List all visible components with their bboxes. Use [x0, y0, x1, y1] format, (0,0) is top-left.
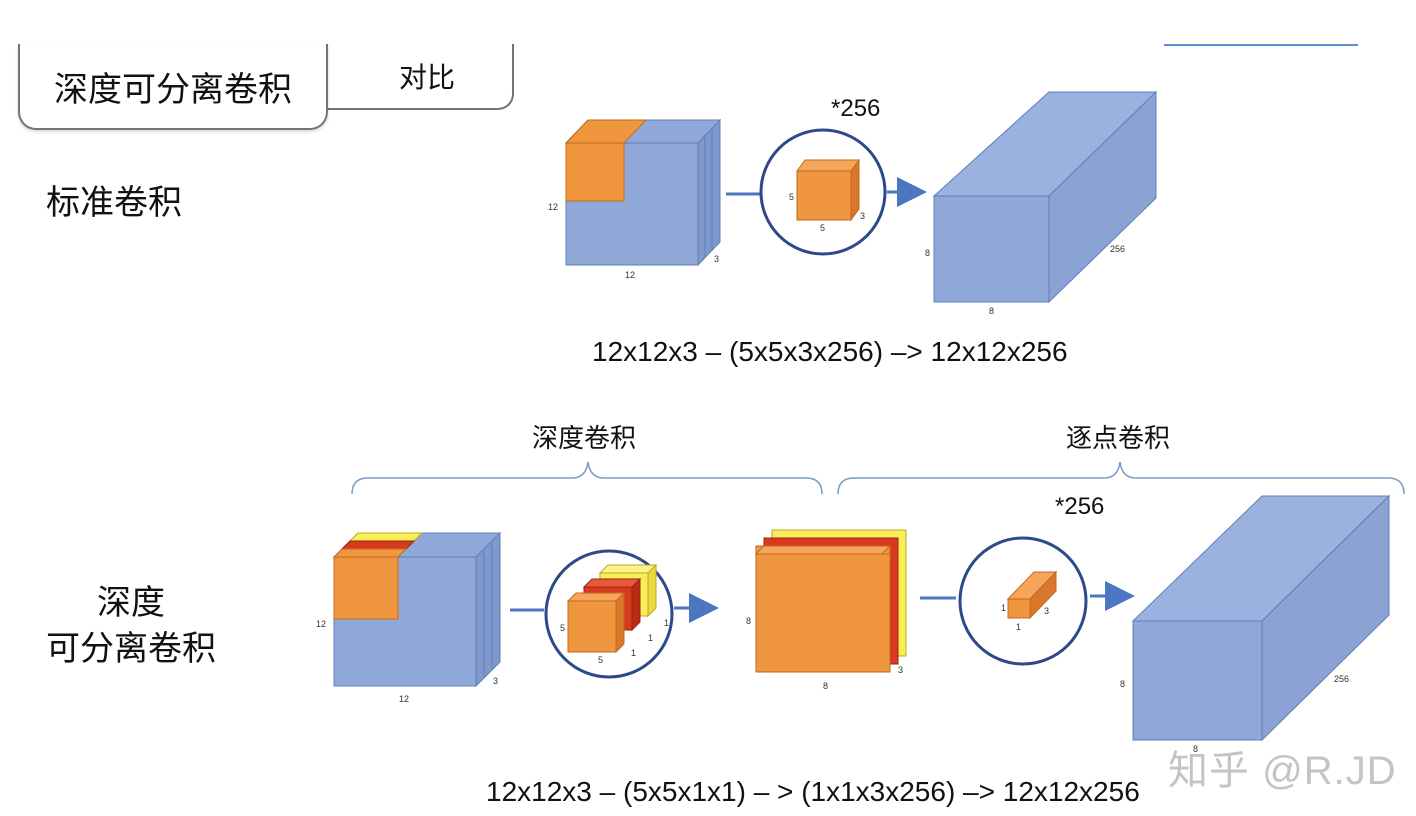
- std-output-height-label: 8: [925, 248, 930, 258]
- tab-depthwise-separable[interactable]: 深度可分离卷积: [18, 44, 328, 130]
- sep-dw-output-height-label: 8: [746, 616, 751, 626]
- tab-depthwise-separable-label: 深度可分离卷积: [54, 69, 292, 110]
- depthwise-brace: [351, 461, 823, 495]
- std-input-height-label: 12: [548, 202, 558, 212]
- sep-pw-kernel-depth-label: 3: [1044, 606, 1049, 616]
- std-kernel-circle: [759, 128, 887, 256]
- sep-output-volume: [1131, 494, 1391, 742]
- sep-pw-kernel-width-label: 1: [1016, 622, 1021, 632]
- tab-comparison-label: 对比: [398, 61, 455, 94]
- std-output-volume: [932, 90, 1158, 304]
- sep-input-kernel-patch: [332, 532, 424, 620]
- sep-input-depth-label: 3: [493, 676, 498, 686]
- sep-dw-kernel-depth-label-3: 1: [664, 618, 669, 628]
- sep-input-width-label: 12: [399, 694, 409, 704]
- pointwise-brace: [837, 461, 1405, 495]
- sep-pw-kernel-circle: [958, 536, 1088, 666]
- sep-dw-kernel-depth-label-1: 1: [631, 648, 636, 658]
- sep-pw-kernel-height-label: 1: [1001, 603, 1006, 613]
- sep-dw-kernel-width-label: 5: [598, 655, 603, 665]
- sep-output-height-label: 8: [1120, 679, 1125, 689]
- standard-formula: 12x12x3 – (5x5x3x256) –> 12x12x256: [592, 336, 1068, 367]
- separable-formula: 12x12x3 – (5x5x1x1) – > (1x1x3x256) –> 1…: [486, 776, 1140, 807]
- sep-dw-kernel-circle: [544, 549, 674, 679]
- std-kernel-width-label: 5: [820, 223, 825, 233]
- sep-output-depth-label: 256: [1334, 674, 1349, 684]
- separable-conv-label-line2: 可分离卷积: [46, 629, 216, 669]
- std-input-kernel-patch: [564, 119, 648, 202]
- std-output-width-label: 8: [989, 306, 994, 316]
- std-output-depth-label: 256: [1110, 244, 1125, 254]
- sep-input-height-label: 12: [316, 619, 326, 629]
- std-multiplier: *256: [831, 95, 880, 122]
- std-input-depth-label: 3: [714, 254, 719, 264]
- sep-dw-kernel-height-label: 5: [560, 623, 565, 633]
- depthwise-title: 深度卷积: [532, 424, 637, 454]
- sep-dw-output-width-label: 8: [823, 681, 828, 691]
- standard-conv-label: 标准卷积: [46, 183, 182, 223]
- std-kernel-depth-label: 3: [860, 211, 865, 221]
- separable-conv-label: 深度 可分离卷积: [36, 580, 226, 672]
- sep-dw-output-depth-label: 3: [898, 665, 903, 675]
- sep-dw-output-volume: [754, 529, 907, 673]
- sep-output-width-label: 8: [1193, 744, 1198, 754]
- std-kernel-height-label: 5: [789, 192, 794, 202]
- top-right-divider: [1164, 44, 1358, 46]
- sep-multiplier: *256: [1055, 493, 1104, 520]
- separable-conv-label-line1: 深度: [97, 583, 165, 623]
- tab-comparison[interactable]: 对比: [300, 44, 514, 110]
- pointwise-title: 逐点卷积: [1066, 424, 1171, 454]
- watermark: 知乎 @R.JD: [1168, 749, 1397, 793]
- sep-dw-kernel-depth-label-2: 1: [648, 633, 653, 643]
- std-input-width-label: 12: [625, 270, 635, 280]
